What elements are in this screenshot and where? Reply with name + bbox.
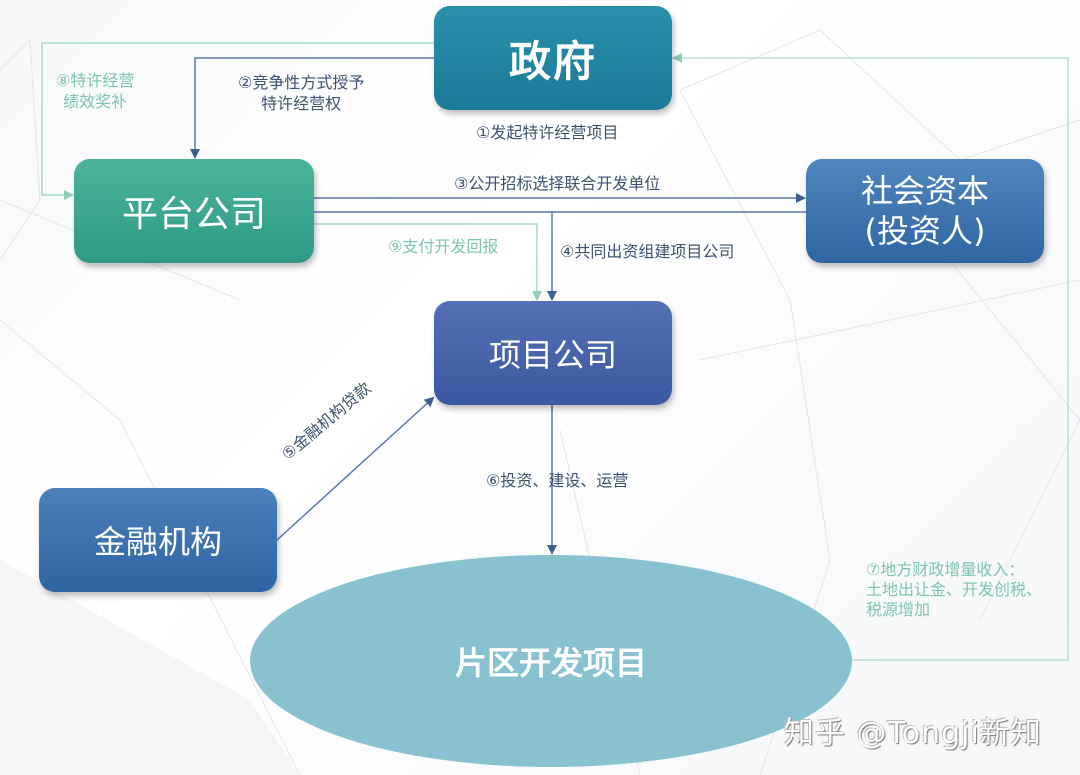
platform-company-node: 平台公司 <box>74 159 314 263</box>
step1-label: ①发起特许经营项目 <box>476 123 619 142</box>
step8-line2: 绩效奖补 <box>63 92 128 111</box>
area-development-project-node: 片区开发项目 <box>250 555 852 767</box>
platform-company-label: 平台公司 <box>121 194 266 235</box>
step8-label: ⑧特许经营 绩效奖补 <box>56 70 134 112</box>
step8-line1: ⑧特许经营 <box>56 71 135 90</box>
step2-line1: ②竞争性方式授予 <box>238 73 365 92</box>
step2-line2: 特许经营权 <box>261 94 342 113</box>
watermark: 知乎 @Tongji新知 <box>784 716 1042 751</box>
financial-institution-node: 金融机构 <box>39 488 277 592</box>
area-development-project-label: 片区开发项目 <box>454 644 647 682</box>
social-capital-node: 社会资本 (投资人) <box>806 159 1044 263</box>
step3-label: ③公开招标选择联合开发单位 <box>454 174 661 193</box>
government-label: 政府 <box>508 36 597 86</box>
government-node: 政府 <box>434 6 672 110</box>
step6-label: ⑥投资、建设、运营 <box>486 471 629 490</box>
step7-line1: ⑦地方财政增量收入： <box>866 560 1025 579</box>
step7-label: ⑦地方财政增量收入： 土地出让金、开发创税、 税源增加 <box>866 560 1042 620</box>
project-company-node: 项目公司 <box>434 301 672 405</box>
step7-line2: 土地出让金、开发创税、 <box>866 580 1043 599</box>
step7-line3: 税源增加 <box>866 600 931 619</box>
step2-label: ②竞争性方式授予 特许经营权 <box>238 72 364 114</box>
step4-label: ④共同出资组建项目公司 <box>560 242 735 261</box>
project-company-label: 项目公司 <box>488 336 617 374</box>
social-capital-sublabel: (投资人) <box>864 212 986 250</box>
social-capital-label: 社会资本 <box>860 172 989 210</box>
step9-label: ⑨支付开发回报 <box>388 237 499 256</box>
financial-institution-label: 金融机构 <box>93 523 222 561</box>
